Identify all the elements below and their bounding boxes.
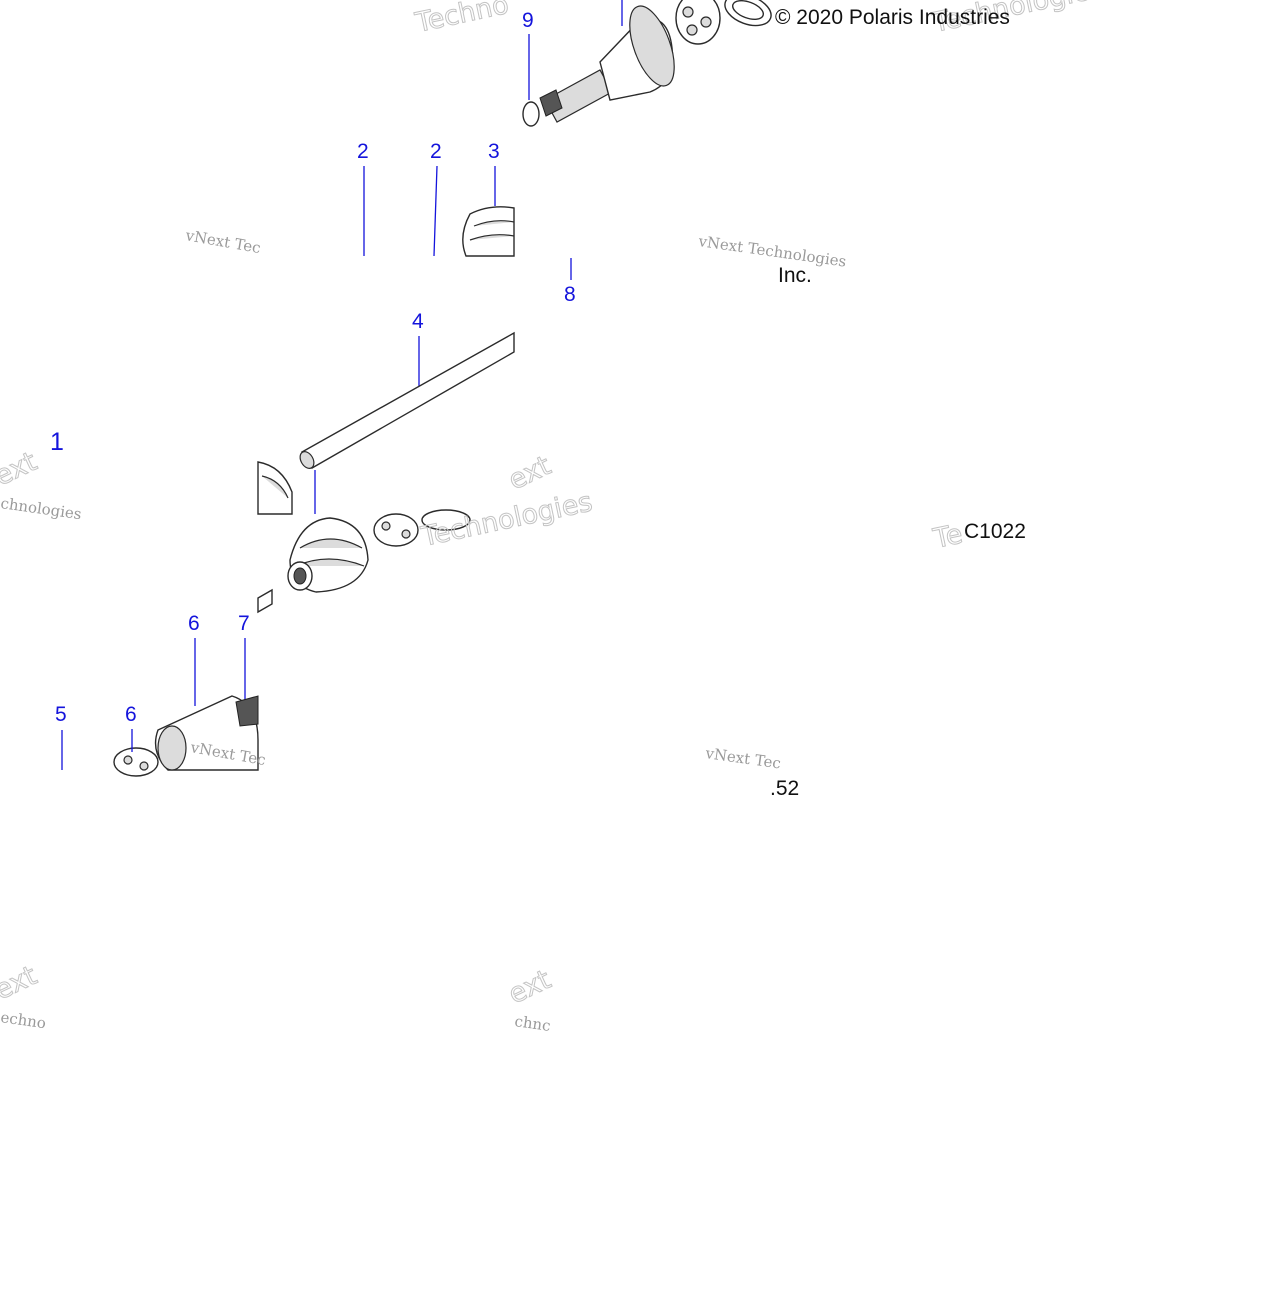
callout-5: 5 — [55, 703, 67, 726]
outer-boot — [462, 206, 515, 257]
callout-6b: 6 — [125, 703, 137, 726]
watermark-bottom-center: chnc — [513, 1012, 551, 1035]
drawing-code-cont: .52 — [770, 777, 799, 800]
tile-lower-middle: Technologies Te C1022 6 7 — [188, 486, 1026, 706]
callout-8: 8 — [564, 283, 576, 306]
axle-shaft — [299, 331, 515, 469]
copyright-text: © 2020 Polaris Industries — [775, 6, 1010, 29]
callout-2a: 2 — [357, 140, 369, 163]
watermark-outline-bottom-left: ext — [0, 960, 42, 1006]
outer-cv-joint — [539, 0, 675, 123]
copyright-text-cont: Inc. — [778, 264, 812, 287]
inner-ring — [421, 509, 471, 531]
tripod-bearing — [113, 747, 159, 777]
tile-middle: 4 1 ext chnologies ext — [0, 310, 556, 523]
inner-boot-partial — [257, 461, 293, 515]
watermark-lower-right: vNext Tec — [703, 744, 782, 773]
tile-top-right: Techno Technologies 9 © 2020 Polaris Ind… — [412, 0, 1107, 127]
leader-2b — [433, 165, 438, 257]
tile-lower-left: 5 6 vNext Tec vNext Tec .52 — [55, 695, 799, 800]
watermark-outline-lower: Technologies — [418, 486, 595, 553]
tile-upper-middle: 2 2 3 vNext Tec vNext Technologies Inc. … — [183, 140, 847, 306]
watermark-outline-lower-right: Te — [930, 519, 965, 555]
drawing-code: C1022 — [964, 520, 1026, 543]
watermark-outline-left: ext — [0, 446, 42, 492]
watermark-outline-bottom-center: ext — [504, 964, 556, 1010]
ball-cage — [675, 0, 721, 45]
callout-6a: 6 — [188, 612, 200, 635]
clamp-ring — [724, 0, 772, 27]
callout-3: 3 — [488, 140, 500, 163]
watermark-outline-top: Techno — [412, 0, 511, 39]
callout-2b: 2 — [430, 140, 442, 163]
watermark-upper-right: vNext Technologies — [696, 232, 847, 271]
callout-1: 1 — [50, 428, 64, 456]
tile-bottom: ext echno ext chnc — [0, 960, 556, 1035]
circlip — [522, 101, 540, 127]
inner-boot — [287, 517, 369, 593]
callout-9: 9 — [522, 9, 534, 32]
watermark-upper-left: vNext Tec — [183, 226, 262, 257]
inner-ball-cage — [373, 513, 419, 547]
inner-cv-housing — [154, 695, 259, 771]
watermark-left: chnologies — [0, 494, 83, 523]
shaft-stub — [257, 588, 273, 614]
callout-7: 7 — [238, 612, 250, 635]
watermark-outline-center: ext — [504, 450, 556, 496]
watermark-bottom-left: echno — [0, 1008, 47, 1032]
callout-4: 4 — [412, 310, 424, 333]
